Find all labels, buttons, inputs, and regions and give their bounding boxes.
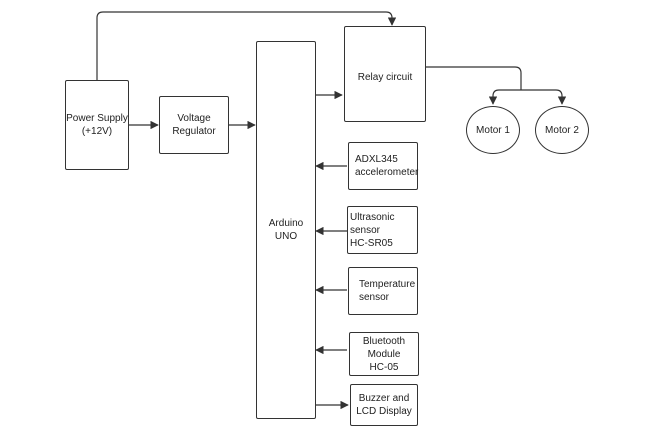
- adxl345-label: ADXL345: [355, 154, 398, 165]
- power-supply-block: Power Supply (+12V): [65, 80, 129, 170]
- ultrasonic-model: HC-SR05: [350, 237, 393, 249]
- buzzer-label: Buzzer and: [358, 393, 410, 404]
- arrow-power-to-relay: [96, 11, 397, 80]
- motor-2-label: Motor 2: [545, 124, 579, 136]
- adxl345-sublabel: accelerometer: [355, 167, 419, 178]
- ultrasonic-label: Ultrasonic sensor: [350, 211, 395, 236]
- power-supply-voltage: (+12V): [81, 126, 113, 137]
- arduino-label: Arduino UNO: [268, 218, 304, 242]
- voltage-regulator-label: Voltage Regulator: [172, 113, 216, 137]
- bluetooth-module-block: Bluetooth Module HC-05: [349, 332, 419, 376]
- power-supply-label: Power Supply: [66, 113, 128, 124]
- arrow-to-motor1: [488, 89, 521, 105]
- bluetooth-model: HC-05: [369, 361, 399, 373]
- motor-1-node: Motor 1: [466, 106, 520, 154]
- ultrasonic-sensor-block: Ultrasonic sensor HC-SR05: [347, 206, 418, 254]
- adxl345-block: ADXL345 accelerometer: [348, 142, 418, 190]
- temperature-label: Temperature: [359, 279, 416, 290]
- motor-2-node: Motor 2: [535, 106, 589, 154]
- relay-circuit-block: Relay circuit: [344, 26, 426, 122]
- buzzer-lcd-block: Buzzer and LCD Display: [350, 384, 418, 426]
- bluetooth-label: Bluetooth Module: [362, 335, 406, 360]
- arduino-block: Arduino UNO: [256, 41, 316, 419]
- arrow-relay-to-motors: [426, 66, 522, 90]
- temperature-sublabel: sensor: [359, 292, 390, 303]
- voltage-regulator-block: Voltage Regulator: [159, 96, 229, 154]
- relay-label: Relay circuit: [357, 72, 413, 83]
- lcd-display-label: LCD Display: [356, 406, 412, 417]
- arrow-to-motor2: [521, 89, 567, 105]
- temperature-sensor-block: Temperature sensor: [348, 267, 418, 315]
- motor-1-label: Motor 1: [476, 124, 510, 136]
